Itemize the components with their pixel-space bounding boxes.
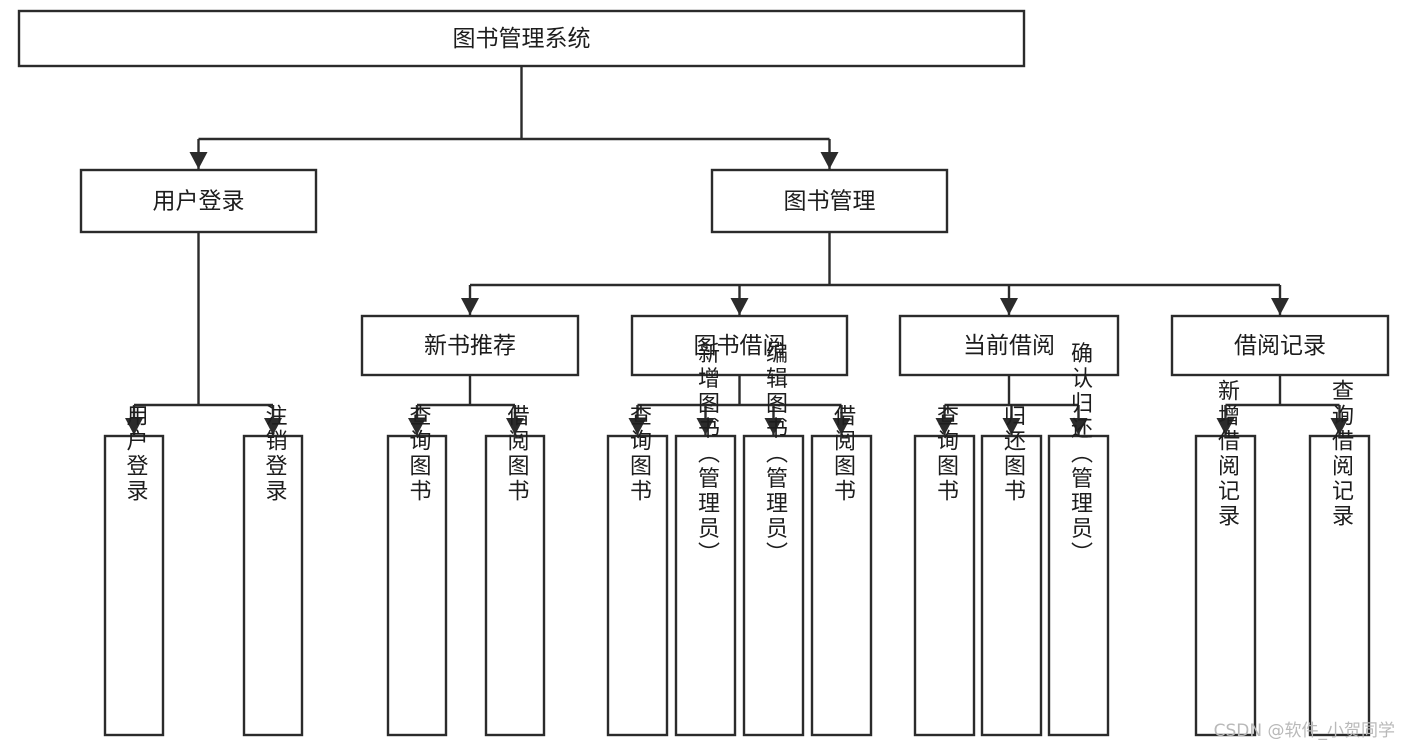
node-label: 用户登录 (123, 404, 149, 504)
node-label: 新书推荐 (424, 333, 516, 359)
node-leaf-query-book-2[interactable]: 查询图书 (606, 404, 669, 737)
arrow-head-current-borrow-0 (935, 418, 954, 435)
node-leaf-logout[interactable]: 注销登录 (242, 404, 304, 737)
node-new-book-rec[interactable]: 新书推荐 (360, 314, 580, 377)
node-box (710, 168, 949, 234)
node-book-manage[interactable]: 图书管理 (710, 168, 949, 234)
node-label: 查询图书 (406, 404, 432, 504)
node-box (674, 434, 737, 737)
arrow-head-book-manage-0 (461, 298, 479, 315)
arrow-head-root-1 (820, 152, 839, 169)
node-box (79, 168, 318, 234)
arrow-head-current-borrow-1 (1002, 418, 1021, 435)
node-layer: 图书管理系统用户登录图书管理新书推荐图书借阅当前借阅借阅记录用户登录注销登录查询… (17, 9, 1390, 737)
arrow-head-borrow-record-1 (1330, 418, 1349, 435)
node-label: 借阅记录 (1234, 333, 1326, 359)
node-label: 归还图书 (1000, 404, 1026, 504)
node-label: 借阅图书 (830, 404, 856, 504)
watermark-text: CSDN @软件_小贺同学 (1213, 721, 1395, 741)
node-label: 编辑图书（管理员） (762, 342, 788, 567)
node-leaf-add-record[interactable]: 新增借阅记录 (1194, 379, 1257, 737)
node-box (913, 434, 976, 737)
arrow-head-current-borrow-2 (1069, 418, 1088, 435)
node-label: 用户登录 (153, 189, 245, 215)
arrow-head-book-borrow-2 (764, 418, 783, 435)
node-leaf-add-book[interactable]: 新增图书（管理员） (674, 342, 737, 737)
arrow-head-book-manage-2 (1000, 298, 1018, 315)
node-label: 确认归还（管理员） (1067, 342, 1093, 567)
node-box (980, 434, 1043, 737)
node-user-login[interactable]: 用户登录 (79, 168, 318, 234)
arrow-head-root-0 (189, 152, 208, 169)
node-label: 当前借阅 (963, 333, 1055, 359)
node-box (484, 434, 546, 737)
node-leaf-borrow-book-2[interactable]: 借阅图书 (810, 404, 873, 737)
node-box (17, 9, 1026, 68)
arrow-head-new-book-rec-1 (506, 418, 524, 435)
node-box (242, 434, 304, 737)
node-box (606, 434, 669, 737)
node-box (630, 314, 849, 377)
node-leaf-edit-book[interactable]: 编辑图书（管理员） (742, 342, 805, 737)
node-box (810, 434, 873, 737)
arrow-head-book-borrow-0 (628, 418, 647, 435)
node-box (1194, 434, 1257, 737)
arrow-head-new-book-rec-0 (408, 418, 426, 435)
node-root[interactable]: 图书管理系统 (17, 9, 1026, 68)
node-box (103, 434, 165, 737)
arrow-head-book-manage-3 (1271, 298, 1289, 315)
node-leaf-confirm-return[interactable]: 确认归还（管理员） (1047, 342, 1110, 737)
node-box (1047, 434, 1110, 737)
node-label: 新增借阅记录 (1214, 379, 1240, 529)
node-box (386, 434, 448, 737)
arrow-head-user-login-0 (125, 418, 143, 435)
node-borrow-record[interactable]: 借阅记录 (1170, 314, 1390, 377)
node-leaf-return-book[interactable]: 归还图书 (980, 404, 1043, 737)
node-box (742, 434, 805, 737)
node-label: 新增图书（管理员） (694, 342, 720, 567)
node-box (1308, 434, 1371, 737)
node-label: 借阅图书 (504, 404, 530, 504)
node-leaf-borrow-book-1[interactable]: 借阅图书 (484, 404, 546, 737)
node-box (360, 314, 580, 377)
node-label: 图书借阅 (694, 333, 786, 359)
arrow-head-book-manage-1 (730, 298, 749, 315)
node-label: 注销登录 (262, 404, 288, 504)
node-label: 查询借阅记录 (1328, 379, 1354, 529)
node-label: 图书管理系统 (453, 26, 591, 52)
node-leaf-query-book-1[interactable]: 查询图书 (386, 404, 448, 737)
arrow-head-book-borrow-3 (832, 418, 851, 435)
arrow-head-user-login-1 (264, 418, 282, 435)
node-box (1170, 314, 1390, 377)
node-label: 查询图书 (626, 404, 652, 504)
arrow-head-book-borrow-1 (696, 418, 715, 435)
node-leaf-query-book-3[interactable]: 查询图书 (913, 404, 976, 737)
arrow-head-borrow-record-0 (1216, 418, 1235, 435)
node-leaf-query-record[interactable]: 查询借阅记录 (1308, 379, 1371, 737)
node-book-borrow[interactable]: 图书借阅 (630, 314, 849, 377)
node-leaf-user-login[interactable]: 用户登录 (103, 404, 165, 737)
node-label: 查询图书 (933, 404, 959, 504)
node-label: 图书管理 (784, 189, 876, 215)
connector-layer (125, 66, 1349, 435)
node-current-borrow[interactable]: 当前借阅 (898, 314, 1120, 377)
node-box (898, 314, 1120, 377)
